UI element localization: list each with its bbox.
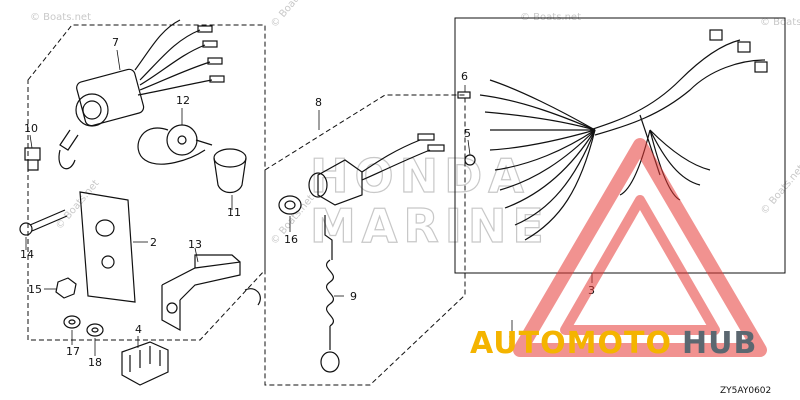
group-box-harness <box>454 17 786 274</box>
callout-1: 1 <box>508 334 515 347</box>
callout-13: 13 <box>188 238 202 251</box>
part-washer-16[interactable] <box>278 195 302 215</box>
callout-6: 6 <box>461 70 468 83</box>
callout-17: 17 <box>66 345 80 358</box>
callout-7: 7 <box>112 36 119 49</box>
callout-8: 8 <box>315 96 322 109</box>
callout-14: 14 <box>20 248 34 261</box>
callout-9: 9 <box>350 290 357 303</box>
callout-15: 15 <box>28 283 42 296</box>
group-box-ignition <box>264 94 466 386</box>
callout-11: 11 <box>227 206 241 219</box>
callout-2: 2 <box>150 236 157 249</box>
callout-5: 5 <box>464 127 471 140</box>
watermark-text: © Boats.net <box>30 12 91 23</box>
callout-18: 18 <box>88 356 102 369</box>
part-washer-17[interactable] <box>63 315 81 329</box>
watermark-text: © Boats.net <box>54 178 102 232</box>
part-main-switch[interactable] <box>58 19 225 170</box>
brand-logo: AUTOMOTO HUB <box>470 138 767 361</box>
callout-12: 12 <box>176 94 190 107</box>
part-band[interactable] <box>213 148 247 194</box>
watermark-honda: HONDA <box>310 149 530 203</box>
part-wire-harness[interactable] <box>457 29 768 241</box>
callout-10: 10 <box>24 122 38 135</box>
watermark-text: © Boats.net <box>269 0 317 30</box>
brand-text-b: HUB <box>682 326 757 361</box>
callout-16: 16 <box>284 233 298 246</box>
part-buzzer[interactable] <box>137 124 213 165</box>
part-switch-plate[interactable] <box>79 191 136 303</box>
part-connector[interactable] <box>121 341 169 386</box>
diagram-code: ZY5AY0602 <box>720 386 771 396</box>
watermark-text: © Boats.net <box>760 17 800 28</box>
part-washer-18[interactable] <box>86 323 104 337</box>
part-bolt[interactable] <box>19 209 68 236</box>
watermark-text: © Boats.net <box>759 163 800 217</box>
group-box-left <box>27 24 266 341</box>
leader-lines <box>25 49 593 356</box>
brand-text-a: AUTOMOTO <box>470 326 672 361</box>
part-ignition-switch[interactable] <box>308 133 445 206</box>
part-clip[interactable] <box>24 147 41 171</box>
part-bracket[interactable] <box>161 254 261 332</box>
watermark-marine: MARINE <box>310 199 550 253</box>
part-lanyard[interactable] <box>320 215 340 373</box>
part-nut[interactable] <box>55 277 77 299</box>
callout-4: 4 <box>135 323 142 336</box>
